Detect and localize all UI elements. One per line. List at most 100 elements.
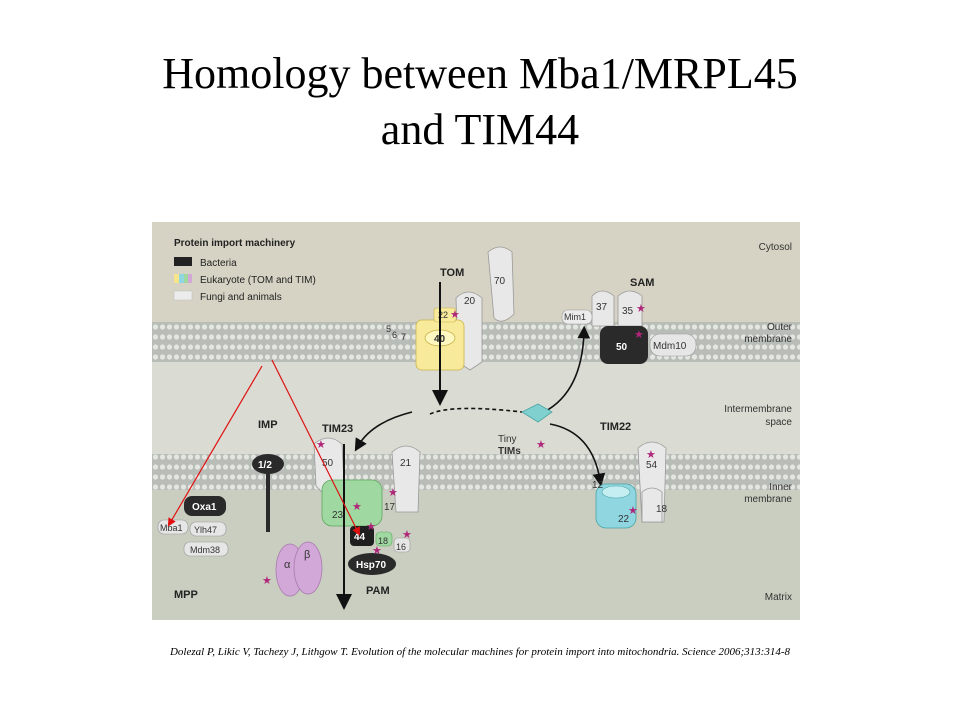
star-tim54: ★ <box>646 449 656 461</box>
star-tim18: ★ <box>372 545 382 557</box>
tim22-complex-label: TIM22 <box>600 421 631 433</box>
hsp70-shape <box>348 553 396 575</box>
protein-import-figure: Protein import machinery Bacteria Eukary… <box>152 222 800 620</box>
sam-complex: SAM 37 35 Mim1 50 Mdm10 <box>561 277 697 364</box>
sam35-shape <box>617 290 643 327</box>
legend-label-fungi: Fungi and animals <box>200 292 282 303</box>
label-cytosol: Cytosol <box>759 242 792 253</box>
tim21-shape <box>391 445 421 513</box>
tom70-shape <box>487 246 515 322</box>
tom5-label: 5 <box>386 324 391 334</box>
matrix-region <box>152 490 800 620</box>
label-inner-1: Inner <box>769 482 792 493</box>
star-tim23: ★ <box>352 501 362 513</box>
tom6-label: 6 <box>392 330 397 340</box>
tim22-complex: TIM22 54 22 12 18 <box>592 421 668 529</box>
mim1-label: Mim1 <box>564 312 586 322</box>
star-tim44: ★ <box>366 521 376 533</box>
mpp-alpha-label: α <box>284 559 291 571</box>
sam37-shape <box>591 290 615 327</box>
imp-label: IMP <box>258 419 278 431</box>
tiny-label-1: Tiny <box>498 434 517 445</box>
tiny-tims-shape <box>521 403 553 423</box>
tiny-tims-dashed-path <box>429 407 523 415</box>
mdm38-shape <box>183 541 229 557</box>
citation: Dolezal P, Likic V, Tachezy J, Lithgow T… <box>169 646 791 658</box>
legend-swatch-fungi <box>173 290 193 301</box>
intermembrane-region <box>152 362 800 454</box>
title-line-1: Homology between Mba1/MRPL45 <box>162 49 798 98</box>
label-ims-2: space <box>765 417 792 428</box>
star-tim16: ★ <box>402 529 412 541</box>
mpp-beta-shape <box>293 541 323 595</box>
star-tom22: ★ <box>450 309 460 321</box>
tom7-label: 7 <box>401 332 406 342</box>
tiny-tims: Tiny TIMs <box>498 403 553 457</box>
star-tiny: ★ <box>536 439 546 451</box>
tim18-label: 18 <box>378 536 388 546</box>
hsp70-label: Hsp70 <box>356 560 386 571</box>
sam50-barrel <box>600 326 648 364</box>
sam37-label: 37 <box>596 302 608 313</box>
label-outer-1: Outer <box>767 322 793 333</box>
tiny-label-2: TIMs <box>498 446 521 457</box>
sam-label: SAM <box>630 277 654 289</box>
mim1-shape <box>561 309 593 325</box>
legend-swatch-eukaryote-cyan <box>179 274 184 283</box>
legend-label-bacteria: Bacteria <box>200 258 237 269</box>
legend-swatch-bacteria <box>174 257 192 266</box>
tim16-shape <box>393 537 411 553</box>
tim44-label: 44 <box>354 532 366 543</box>
mba1-label: Mba1 <box>160 523 183 533</box>
tim12-label: 12 <box>592 480 604 491</box>
figure-svg: Protein import machinery Bacteria Eukary… <box>152 222 800 620</box>
tom22-label: 22 <box>438 310 448 320</box>
label-inner-2: membrane <box>744 494 792 505</box>
label-outer-2: membrane <box>744 334 792 345</box>
tom70-label: 70 <box>494 276 506 287</box>
legend-swatch-eukaryote-yellow <box>174 274 179 283</box>
star-tim17: ★ <box>388 487 398 499</box>
legend-swatch-eukaryote-green <box>184 274 188 283</box>
to-tim22-arrow <box>549 423 606 487</box>
imp12-label: 1/2 <box>258 460 272 471</box>
mdm10-label: Mdm10 <box>653 341 687 352</box>
legend-heading: Protein import machinery <box>174 238 296 249</box>
mdm38-label: Mdm38 <box>190 545 220 555</box>
ims-to-tim23-arrow <box>354 411 413 452</box>
tim17-label: 17 <box>384 502 396 513</box>
legend-label-eukaryote: Eukaryote (TOM and TIM) <box>200 275 316 286</box>
mdm10-shape <box>649 333 697 357</box>
legend-swatch-eukaryote-purple <box>188 274 192 283</box>
to-sam-arrow <box>543 325 591 413</box>
tim50-label: 50 <box>322 458 334 469</box>
tim22-pore <box>601 485 631 499</box>
star-tim22: ★ <box>628 505 638 517</box>
star-sam35: ★ <box>636 303 646 315</box>
mpp-beta-label: β <box>304 549 310 561</box>
tim18b-shape <box>641 487 663 523</box>
mpp-group: α β MPP <box>174 541 323 601</box>
pam-label: PAM <box>366 585 390 597</box>
tom20-label: 20 <box>464 296 476 307</box>
oxa1-label: Oxa1 <box>192 502 217 513</box>
tim18b-label: 18 <box>656 504 668 515</box>
sam35-label: 35 <box>622 306 634 317</box>
tim18-shape <box>375 531 393 547</box>
sam50-label: 50 <box>616 342 628 353</box>
legend: Protein import machinery Bacteria Eukary… <box>173 238 316 303</box>
tim23-complex-label: TIM23 <box>322 423 353 435</box>
title-line-2: and TIM44 <box>380 105 580 154</box>
tom-label: TOM <box>440 267 464 279</box>
inner-membrane <box>152 454 800 490</box>
star-tim50: ★ <box>316 439 326 451</box>
tim21-label: 21 <box>400 458 412 469</box>
ylh47-label: Ylh47 <box>194 525 217 535</box>
tim54-label: 54 <box>646 460 658 471</box>
slide-title: Homology between Mba1/MRPL45 and TIM44 <box>0 46 960 158</box>
tim23-label: 23 <box>332 510 344 521</box>
mpp-label: MPP <box>174 589 198 601</box>
tim16-label: 16 <box>396 542 406 552</box>
star-mpp: ★ <box>262 575 272 587</box>
label-matrix: Matrix <box>765 592 792 603</box>
